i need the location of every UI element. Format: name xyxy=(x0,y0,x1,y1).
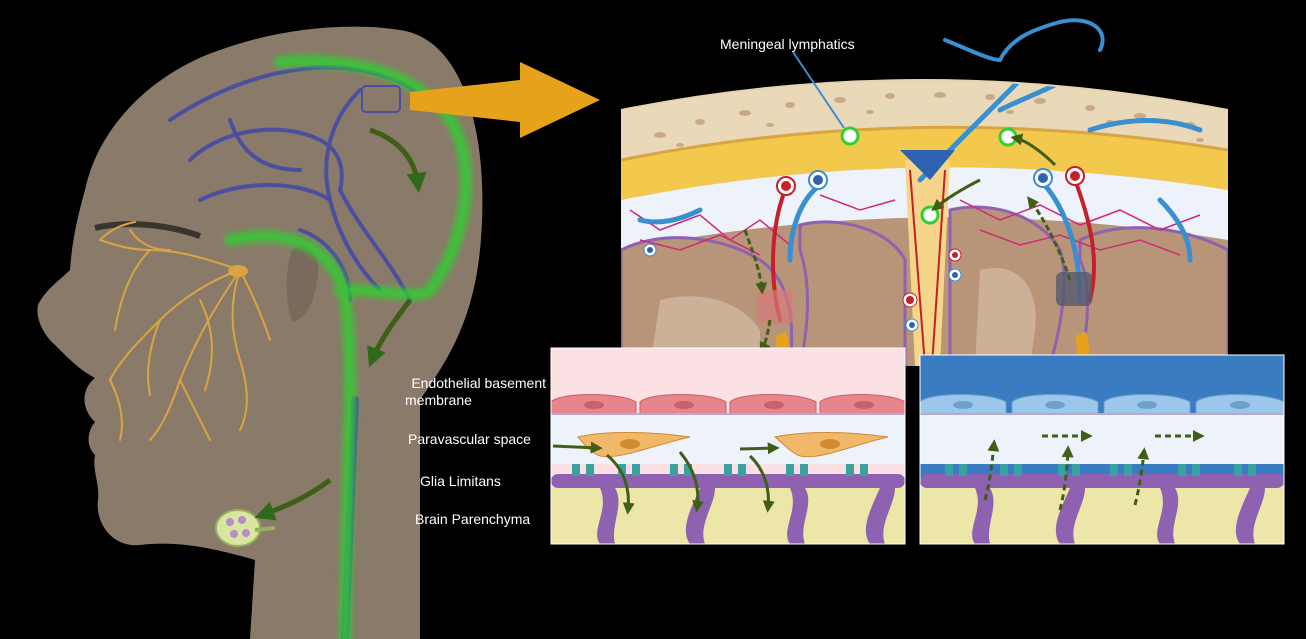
label-endothelial-basement-membrane: Endothelial basement membrane xyxy=(384,375,546,409)
label-meningeal-lymphatics: Meningeal lymphatics xyxy=(720,36,855,53)
healthy-region-box xyxy=(757,290,793,324)
inset-healthy xyxy=(551,348,905,544)
label-endothelial-line2: membrane xyxy=(384,392,546,409)
inset-impaired xyxy=(920,355,1284,544)
trigeminal-ganglion xyxy=(228,265,248,277)
skull-crosssection xyxy=(621,40,1228,370)
head-profile xyxy=(37,27,482,639)
label-endothelial-line1: Endothelial basement xyxy=(384,375,546,392)
label-brain-parenchyma: Brain Parenchyma xyxy=(415,511,530,528)
label-glia-limitans: Glia Limitans xyxy=(420,473,501,490)
label-paravascular-space: Paravascular space xyxy=(408,431,531,448)
impaired-region-box xyxy=(1056,272,1092,306)
